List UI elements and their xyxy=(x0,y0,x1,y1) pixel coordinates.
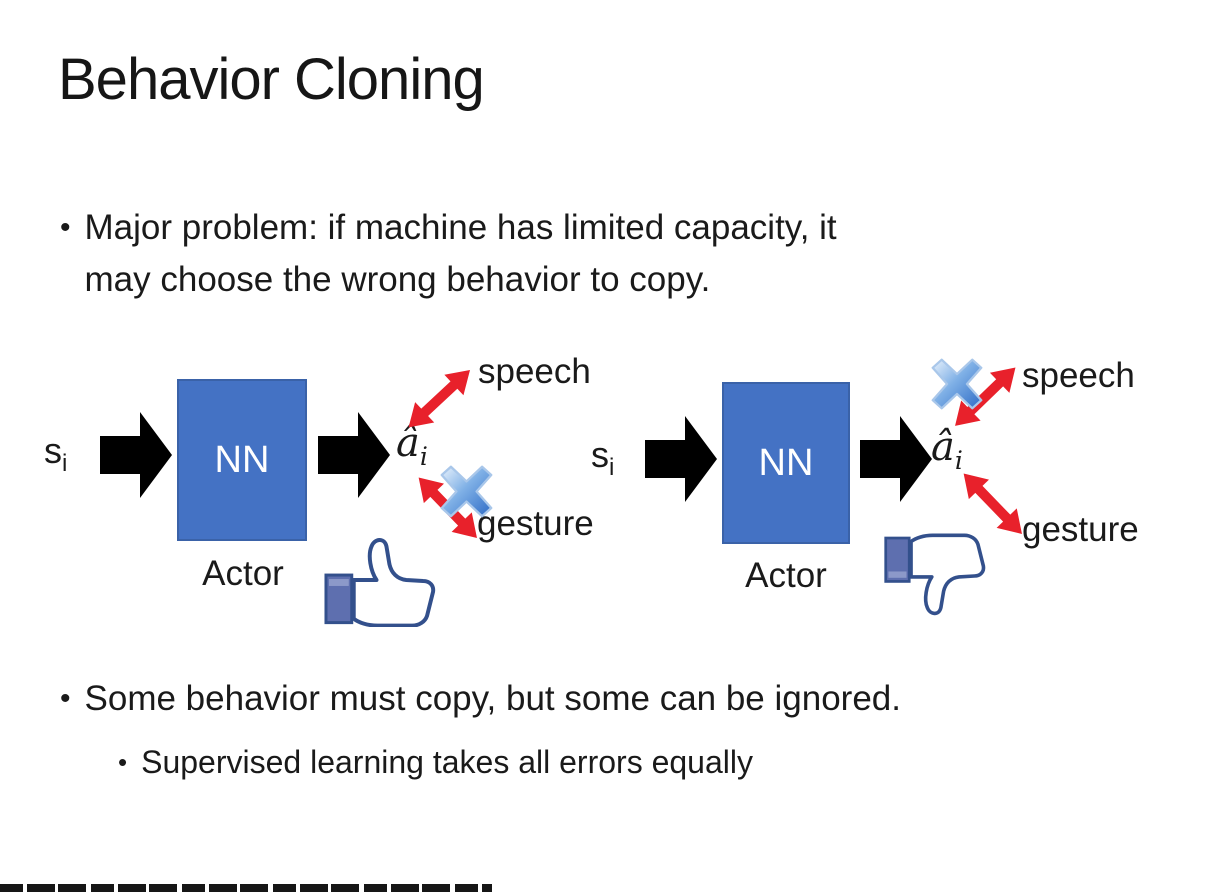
block-arrow-icon xyxy=(318,412,390,503)
thumbs-up-icon xyxy=(323,535,437,632)
bullet-marker: • xyxy=(60,211,71,244)
bullet-line-1: Major problem: if machine has limited ca… xyxy=(84,208,837,247)
action-output-label: âi xyxy=(931,424,963,475)
action-symbol: â xyxy=(931,424,955,470)
block-arrow-icon xyxy=(645,416,717,507)
cross-reject-icon xyxy=(930,357,984,416)
nn-box: NN xyxy=(177,379,307,541)
bullet-line-2: may choose the wrong behavior to copy. xyxy=(84,260,711,299)
action-symbol: â xyxy=(396,420,420,466)
gesture-label: gesture xyxy=(477,504,594,543)
block-arrow-icon xyxy=(100,412,172,503)
double-arrow-speech-icon xyxy=(397,358,485,444)
thumbs-down-icon xyxy=(883,533,987,624)
state-symbol: s xyxy=(44,430,62,471)
nn-box: NN xyxy=(722,382,850,544)
double-arrow-gesture-icon xyxy=(948,462,1034,550)
speech-label: speech xyxy=(1022,356,1135,395)
double-arrow-speech-icon xyxy=(943,355,1031,441)
bullet-marker: • xyxy=(118,747,128,777)
actor-label: Actor xyxy=(745,556,827,595)
bullet-some-behavior-text: Some behavior must copy, but some can be… xyxy=(84,679,901,718)
nn-box-label: NN xyxy=(214,438,270,481)
state-input-label: si xyxy=(591,434,614,482)
state-subscript: i xyxy=(62,450,68,478)
gesture-label: gesture xyxy=(1022,510,1139,549)
state-symbol: s xyxy=(591,434,609,475)
action-subscript: i xyxy=(954,446,963,475)
clipped-text-strip xyxy=(0,884,492,892)
bullet-major-problem-text: Major problem: if machine has limited ca… xyxy=(85,202,837,306)
bullet-some-behavior: • Some behavior must copy, but some can … xyxy=(60,676,1180,722)
cross-reject-icon xyxy=(439,464,494,524)
actor-label: Actor xyxy=(202,554,284,593)
action-subscript: i xyxy=(419,442,428,471)
bullet-major-problem: • Major problem: if machine has limited … xyxy=(60,202,1120,306)
action-output-label: âi xyxy=(396,420,428,471)
page-title: Behavior Cloning xyxy=(58,47,485,112)
nn-box-label: NN xyxy=(758,441,814,484)
bullet-marker: • xyxy=(60,682,71,715)
speech-label: speech xyxy=(478,352,591,391)
state-subscript: i xyxy=(609,454,615,482)
sub-bullet-supervised-text: Supervised learning takes all errors equ… xyxy=(141,744,753,780)
sub-bullet-supervised: • Supervised learning takes all errors e… xyxy=(118,740,1118,784)
block-arrow-icon xyxy=(860,416,932,507)
state-input-label: si xyxy=(44,430,67,478)
